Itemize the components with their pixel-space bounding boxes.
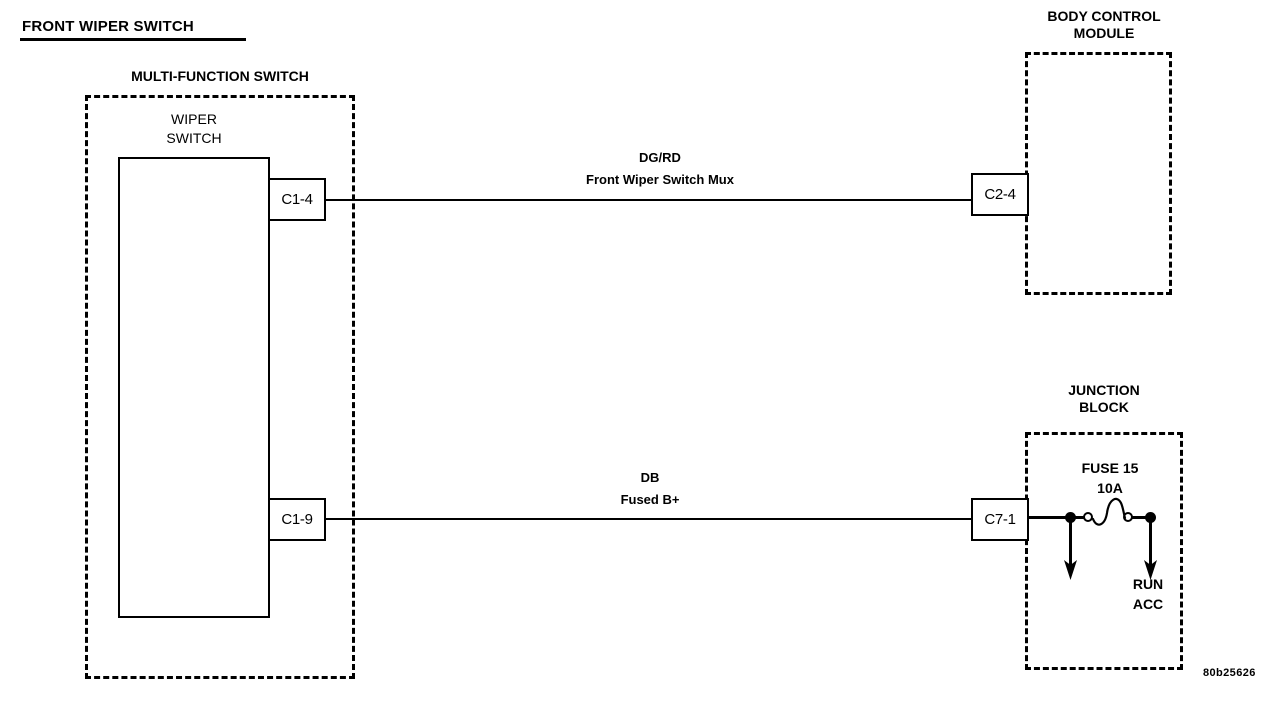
circuit-label-acc: ACC [1132, 596, 1164, 612]
junction-node-left [1065, 512, 1076, 523]
wiper-switch-label-line1: WIPER [171, 111, 217, 127]
page-title-underline [20, 38, 246, 41]
connector-c7-1-label: C7-1 [984, 511, 1016, 528]
junction-block-enclosure [1025, 432, 1183, 670]
page-title: FRONT WIPER SWITCH [22, 18, 194, 35]
fuse-rating-label: 10A [1097, 480, 1123, 496]
multi-function-switch-title: MULTI-FUNCTION SWITCH [131, 68, 309, 84]
junction-block-title-line2: BLOCK [1079, 399, 1129, 415]
body-control-module-title-line2: MODULE [1073, 25, 1135, 41]
circuit-label-run: RUN [1132, 576, 1164, 592]
figure-id-watermark: 80b25626 [1203, 667, 1256, 679]
junction-block-title-line1: JUNCTION [1068, 382, 1140, 398]
wire-circuit-name-fused-b-plus: Fused B+ [620, 492, 680, 507]
connector-c1-9-label: C1-9 [281, 511, 313, 528]
fuse-lead-left [1074, 516, 1085, 519]
connector-c2-4-label: C2-4 [984, 186, 1016, 203]
multi-function-switch-enclosure [85, 95, 355, 679]
connector-c1-4-label: C1-4 [281, 191, 313, 208]
junction-node-right [1145, 512, 1156, 523]
fuse-output-left-wire [1069, 520, 1072, 565]
wire-color-code-dg-rd: DG/RD [639, 150, 681, 165]
body-control-module-title-line1: BODY CONTROL [1047, 8, 1161, 24]
wiper-switch-label-line2: SWITCH [166, 130, 222, 146]
wire-color-code-db: DB [640, 470, 660, 485]
connector-c1-4[interactable]: C1-4 [268, 178, 326, 221]
fuse-output-right-wire [1149, 520, 1152, 565]
fuse-name-label: FUSE 15 [1081, 460, 1139, 476]
wire-circuit-name-front-wiper-switch-mux: Front Wiper Switch Mux [586, 172, 734, 187]
fuse-lead-right [1131, 516, 1147, 519]
body-control-module-enclosure [1025, 52, 1172, 295]
wire-segment-c1-9-to-c7-1 [326, 518, 971, 520]
arrow-down-left-icon [1064, 560, 1077, 580]
fuse-feed-wire [1028, 516, 1074, 519]
connector-c7-1[interactable]: C7-1 [971, 498, 1029, 541]
wiper-switch-body [118, 157, 270, 618]
arrow-down-right-icon [1144, 560, 1157, 580]
fuse-element-icon [1091, 497, 1127, 526]
connector-c2-4[interactable]: C2-4 [971, 173, 1029, 216]
wire-segment-c1-4-to-c2-4 [326, 199, 971, 201]
connector-c1-9[interactable]: C1-9 [268, 498, 326, 541]
